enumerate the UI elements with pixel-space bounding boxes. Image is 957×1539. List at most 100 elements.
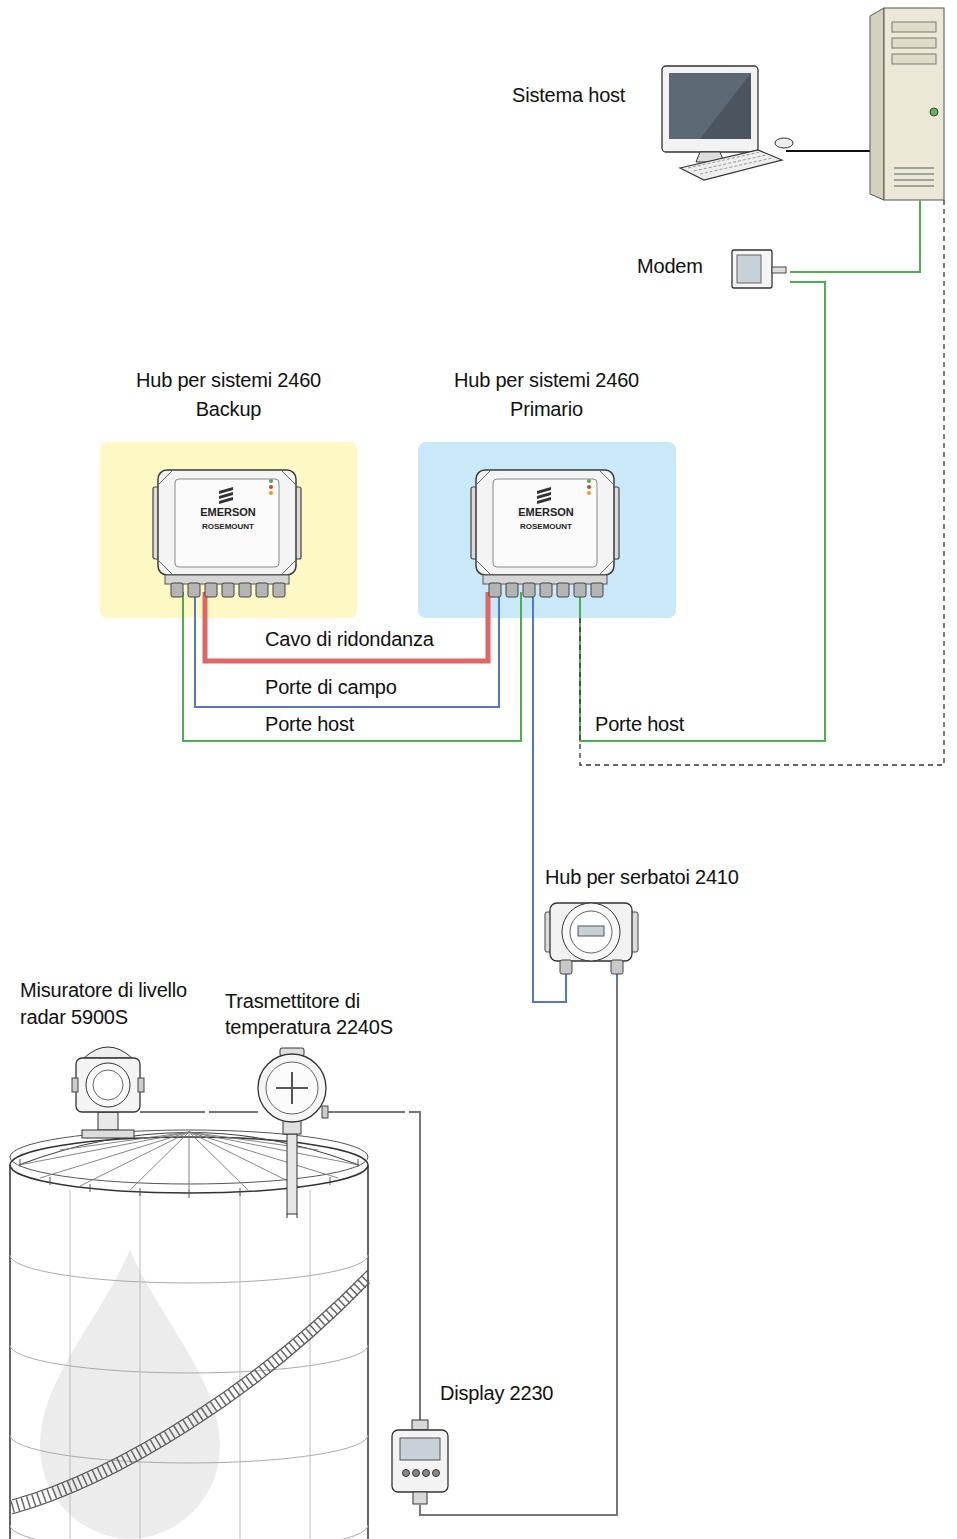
computer-tower [892, 22, 936, 32]
connector [533, 618, 566, 1002]
storage-tank [10, 1165, 368, 1539]
connector-label: Porte di campo [262, 676, 400, 698]
brand-label: EMERSON [518, 505, 574, 519]
radar-gauge: Misuratore di livello radar 5900S [15, 975, 209, 1135]
tank-hub-device [578, 926, 604, 936]
node-label: Modem [637, 254, 703, 278]
node-label: Hub per sistemi 2460 Primario [439, 366, 654, 424]
hub-panel-drawing [100, 442, 357, 618]
temperature-transmitter-device [287, 1134, 297, 1214]
computer-monitor [669, 73, 751, 139]
storage-tank [40, 1250, 220, 1539]
connector-label: Porte host [592, 713, 687, 735]
brand-label: ROSEMOUNT [202, 521, 254, 532]
radar-gauge-device [84, 1047, 132, 1058]
temperature-transmitter-device [322, 1106, 328, 1118]
tank-hub: Hub per serbatoi 2410 [540, 862, 755, 980]
radar-gauge-device [93, 1070, 123, 1100]
computer-cable [786, 150, 872, 152]
host-system: Sistema host [505, 5, 950, 200]
connector-label: Porte host [262, 713, 357, 735]
storage-tank [10, 1130, 368, 1539]
computer-monitor [662, 66, 758, 152]
computer-tower [870, 8, 884, 200]
computer-monitor [662, 66, 758, 162]
storage-tank [70, 1190, 310, 1539]
connector [790, 200, 920, 272]
display-device [392, 1430, 448, 1492]
port-wire [203, 592, 208, 618]
display-device [413, 1492, 427, 1504]
computer-tower [930, 108, 938, 116]
modem-device [737, 255, 761, 283]
tank-hub-device [562, 903, 620, 961]
computer-tower [884, 8, 944, 200]
port-wire [498, 592, 500, 618]
storage-tank [10, 1165, 368, 1539]
connector-label: Cavo di ridondanza [262, 628, 437, 650]
port-wire [532, 592, 534, 618]
computer-monitor [669, 73, 751, 139]
storage-tank [19, 1132, 359, 1191]
computer-tower [870, 8, 944, 200]
modem-box: Modem [632, 245, 790, 290]
node-label: Hub per sistemi 2460 Backup [121, 366, 336, 424]
primary-hub-panel: Hub per sistemi 2460 Primario [418, 442, 676, 618]
connector [580, 282, 825, 741]
tank-hub-device [545, 903, 638, 974]
computer-tower [892, 54, 936, 64]
tank-hub-device [560, 960, 572, 974]
port-wire [520, 592, 522, 618]
brand-label: ROSEMOUNT [520, 521, 572, 532]
brand-label: EMERSON [200, 505, 256, 519]
radar-gauge-device [72, 1078, 78, 1092]
display-unit: Display 2230 [385, 1378, 563, 1505]
modem-device [732, 250, 772, 288]
radar-gauge-device [86, 1063, 130, 1107]
storage-tank [12, 1277, 368, 1507]
tank-hub-device [611, 960, 623, 974]
modem-device [772, 267, 786, 273]
temperature-transmitter-device [258, 1048, 328, 1218]
node-label: Hub per serbatoi 2410 [545, 865, 739, 889]
node-label: Misuratore di livello radar 5900S [20, 977, 205, 1031]
tank-hub-device [550, 903, 632, 961]
modem-device [732, 250, 786, 288]
connector [420, 980, 617, 1515]
display-device [413, 1470, 420, 1477]
field-wire [140, 1112, 420, 1421]
port-wire [194, 592, 196, 618]
temperature-transmitter: Trasmettitore di temperatura 2240S [220, 985, 409, 1135]
connector [580, 200, 944, 765]
temperature-transmitter-device [287, 1214, 297, 1218]
temperature-transmitter-device [276, 1072, 308, 1104]
mouse [775, 138, 793, 148]
hub-panel-drawing [418, 442, 676, 618]
keyboard [680, 150, 782, 180]
display-device [403, 1470, 410, 1477]
port-wire [579, 592, 581, 618]
temperature-transmitter-device [266, 1062, 318, 1114]
connector [409, 1112, 420, 1378]
computer-tower [894, 168, 934, 186]
radar-gauge-device [138, 1078, 144, 1092]
radar-gauge-device [72, 1047, 144, 1138]
node-label: Display 2230 [440, 1381, 553, 1405]
mouse [775, 138, 793, 148]
port-wire [486, 592, 491, 618]
connector [183, 618, 521, 741]
radar-gauge-device [82, 1130, 134, 1138]
system-hub-device [153, 470, 301, 597]
node-label: Sistema host [512, 83, 625, 107]
storage-tank [10, 1255, 368, 1539]
node-label: Trasmettitore di temperatura 2240S [225, 988, 405, 1040]
temperature-transmitter-device [258, 1054, 326, 1122]
backup-hub-panel: Hub per sistemi 2460 Backup [100, 442, 357, 618]
connector [205, 618, 488, 661]
storage-tank [12, 1270, 368, 1500]
display-device [423, 1470, 430, 1477]
